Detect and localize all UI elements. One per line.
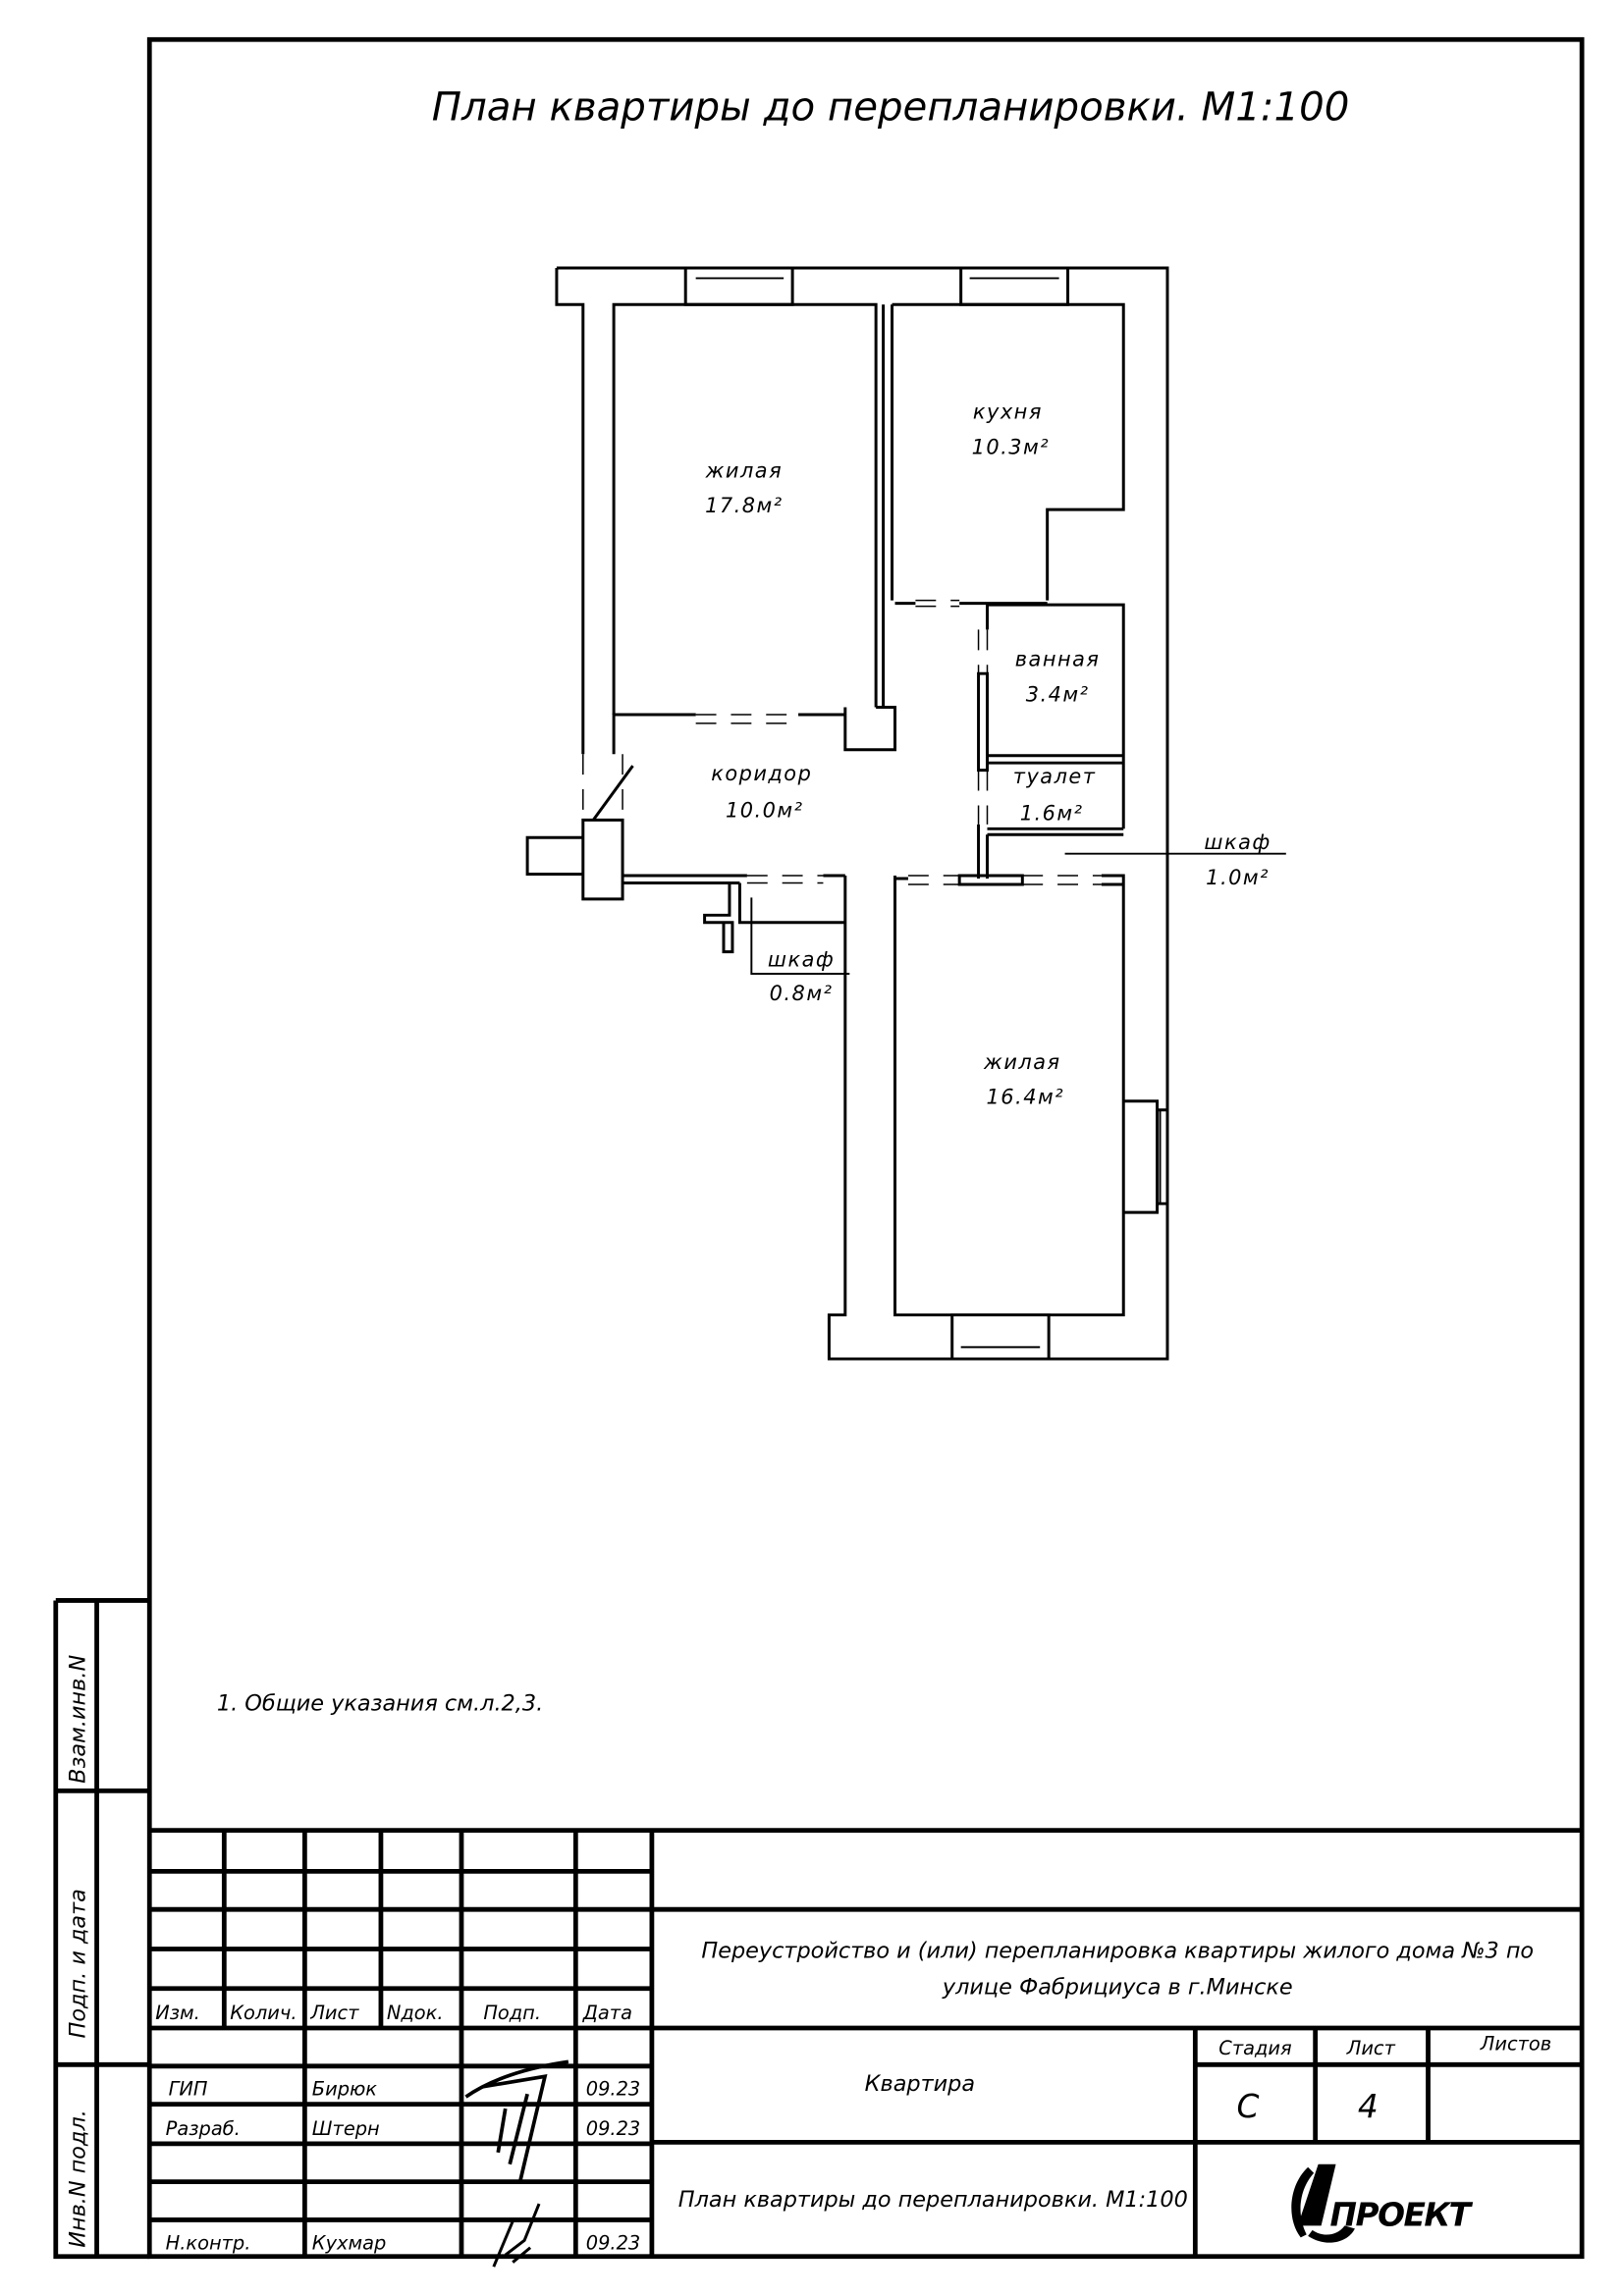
room-area: 1.0м² bbox=[1206, 866, 1270, 889]
drawing-title: План квартиры до перепланировки. М1:100 bbox=[678, 2187, 1188, 2213]
room-name: кухня bbox=[973, 400, 1043, 424]
room-area: 10.3м² bbox=[972, 435, 1051, 458]
room-area: 1.6м² bbox=[1020, 801, 1084, 825]
header-podp: Подп. bbox=[483, 2002, 541, 2024]
room-area: 0.8м² bbox=[770, 982, 834, 1005]
stage-value: С bbox=[1237, 2088, 1260, 2125]
name-razrab: Штерн bbox=[312, 2117, 380, 2140]
room-name: коридор bbox=[711, 762, 812, 785]
page-title: План квартиры до перепланировки. М1:100 bbox=[432, 84, 1350, 130]
room-name: туалет bbox=[1013, 765, 1097, 788]
signature-nkontr bbox=[492, 2203, 541, 2268]
header-ndok: Nдок. bbox=[387, 2002, 444, 2024]
room-area: 3.4м² bbox=[1026, 683, 1090, 707]
header-kolich: Колич. bbox=[230, 2002, 297, 2024]
sheet-label: Лист bbox=[1346, 2037, 1396, 2059]
title-block: Изм. Колич. Лист Nдок. Подп. Дата ГИП Би… bbox=[149, 1828, 1583, 2268]
header-list: Лист bbox=[309, 2002, 359, 2024]
room-name: жилая bbox=[705, 458, 784, 482]
general-note: 1. Общие указания см.л.2,3. bbox=[217, 1690, 543, 1716]
date-nkontr: 09.23 bbox=[586, 2231, 640, 2254]
project-title-line1: Переустройство и (или) перепланировка кв… bbox=[701, 1938, 1534, 1963]
room-area: 16.4м² bbox=[987, 1086, 1065, 1109]
side-vzam-label: Взам.инв.N bbox=[66, 1655, 91, 1784]
room-area: 17.8м² bbox=[705, 494, 784, 517]
date-razrab: 09.23 bbox=[586, 2117, 640, 2140]
side-podp-label: Подп. и дата bbox=[66, 1889, 91, 2038]
svg-text:ПРОЕКТ: ПРОЕКТ bbox=[1330, 2196, 1474, 2233]
role-nkontr: Н.контр. bbox=[166, 2231, 251, 2254]
sheets-label: Листов bbox=[1480, 2032, 1551, 2055]
project-title-line2: улице Фабрициуса в г.Минске bbox=[942, 1975, 1293, 2001]
name-gip: Бирюк bbox=[312, 2078, 377, 2101]
header-data: Дата bbox=[582, 2002, 632, 2024]
date-gip: 09.23 bbox=[586, 2078, 640, 2101]
sheet-value: 4 bbox=[1358, 2088, 1379, 2125]
stage-label: Стадия bbox=[1218, 2037, 1292, 2059]
room-name: шкаф bbox=[768, 948, 835, 972]
room-name: ванная bbox=[1015, 648, 1101, 671]
role-gip: ГИП bbox=[169, 2078, 208, 2101]
floor-plan bbox=[525, 266, 1286, 1361]
side-inv-label: Инв.N подл. bbox=[66, 2109, 91, 2248]
signature-gip bbox=[464, 2059, 569, 2183]
object-name: Квартира bbox=[865, 2071, 975, 2097]
company-logo: ПРОЕКТ bbox=[1291, 2163, 1475, 2243]
header-izm: Изм. bbox=[155, 2002, 200, 2024]
room-name: шкаф bbox=[1204, 830, 1271, 854]
room-name: жилая bbox=[983, 1050, 1061, 1074]
room-area: 10.0м² bbox=[726, 798, 804, 822]
role-razrab: Разраб. bbox=[166, 2117, 241, 2140]
side-strip: Взам.инв.N Подп. и дата Инв.N подл. bbox=[53, 1598, 150, 2260]
sheet-frame bbox=[146, 36, 1585, 2260]
name-nkontr: Кухмар bbox=[312, 2231, 386, 2254]
room-labels: жилая 17.8м² кухня 10.3м² ванная 3.4м² к… bbox=[705, 400, 1271, 1109]
